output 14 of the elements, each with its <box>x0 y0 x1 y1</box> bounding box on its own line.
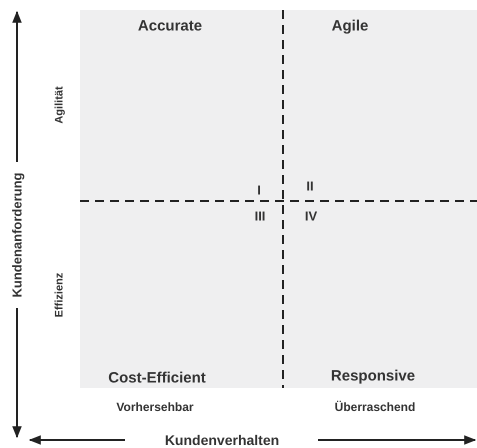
axis-label: Vorhersehbar <box>116 401 194 413</box>
quadrant-title: Cost-Efficient <box>108 370 206 386</box>
quadrant-title: Responsive <box>330 368 416 384</box>
quadrant-title: Accurate <box>138 18 202 34</box>
axis-title: Kundenverhalten <box>164 433 280 447</box>
quadrant-number: IV <box>304 210 318 222</box>
axis-label: Überraschend <box>334 401 416 413</box>
axis-label: Agilität <box>54 86 66 124</box>
quadrant-title: Agile <box>332 18 368 34</box>
axis-title: Kundenanforderung <box>10 172 24 298</box>
axis-label: Effizienz <box>54 272 66 318</box>
quadrant-number: I <box>257 184 261 196</box>
quadrant-number: III <box>254 210 266 222</box>
quadrant-number: II <box>306 180 314 192</box>
